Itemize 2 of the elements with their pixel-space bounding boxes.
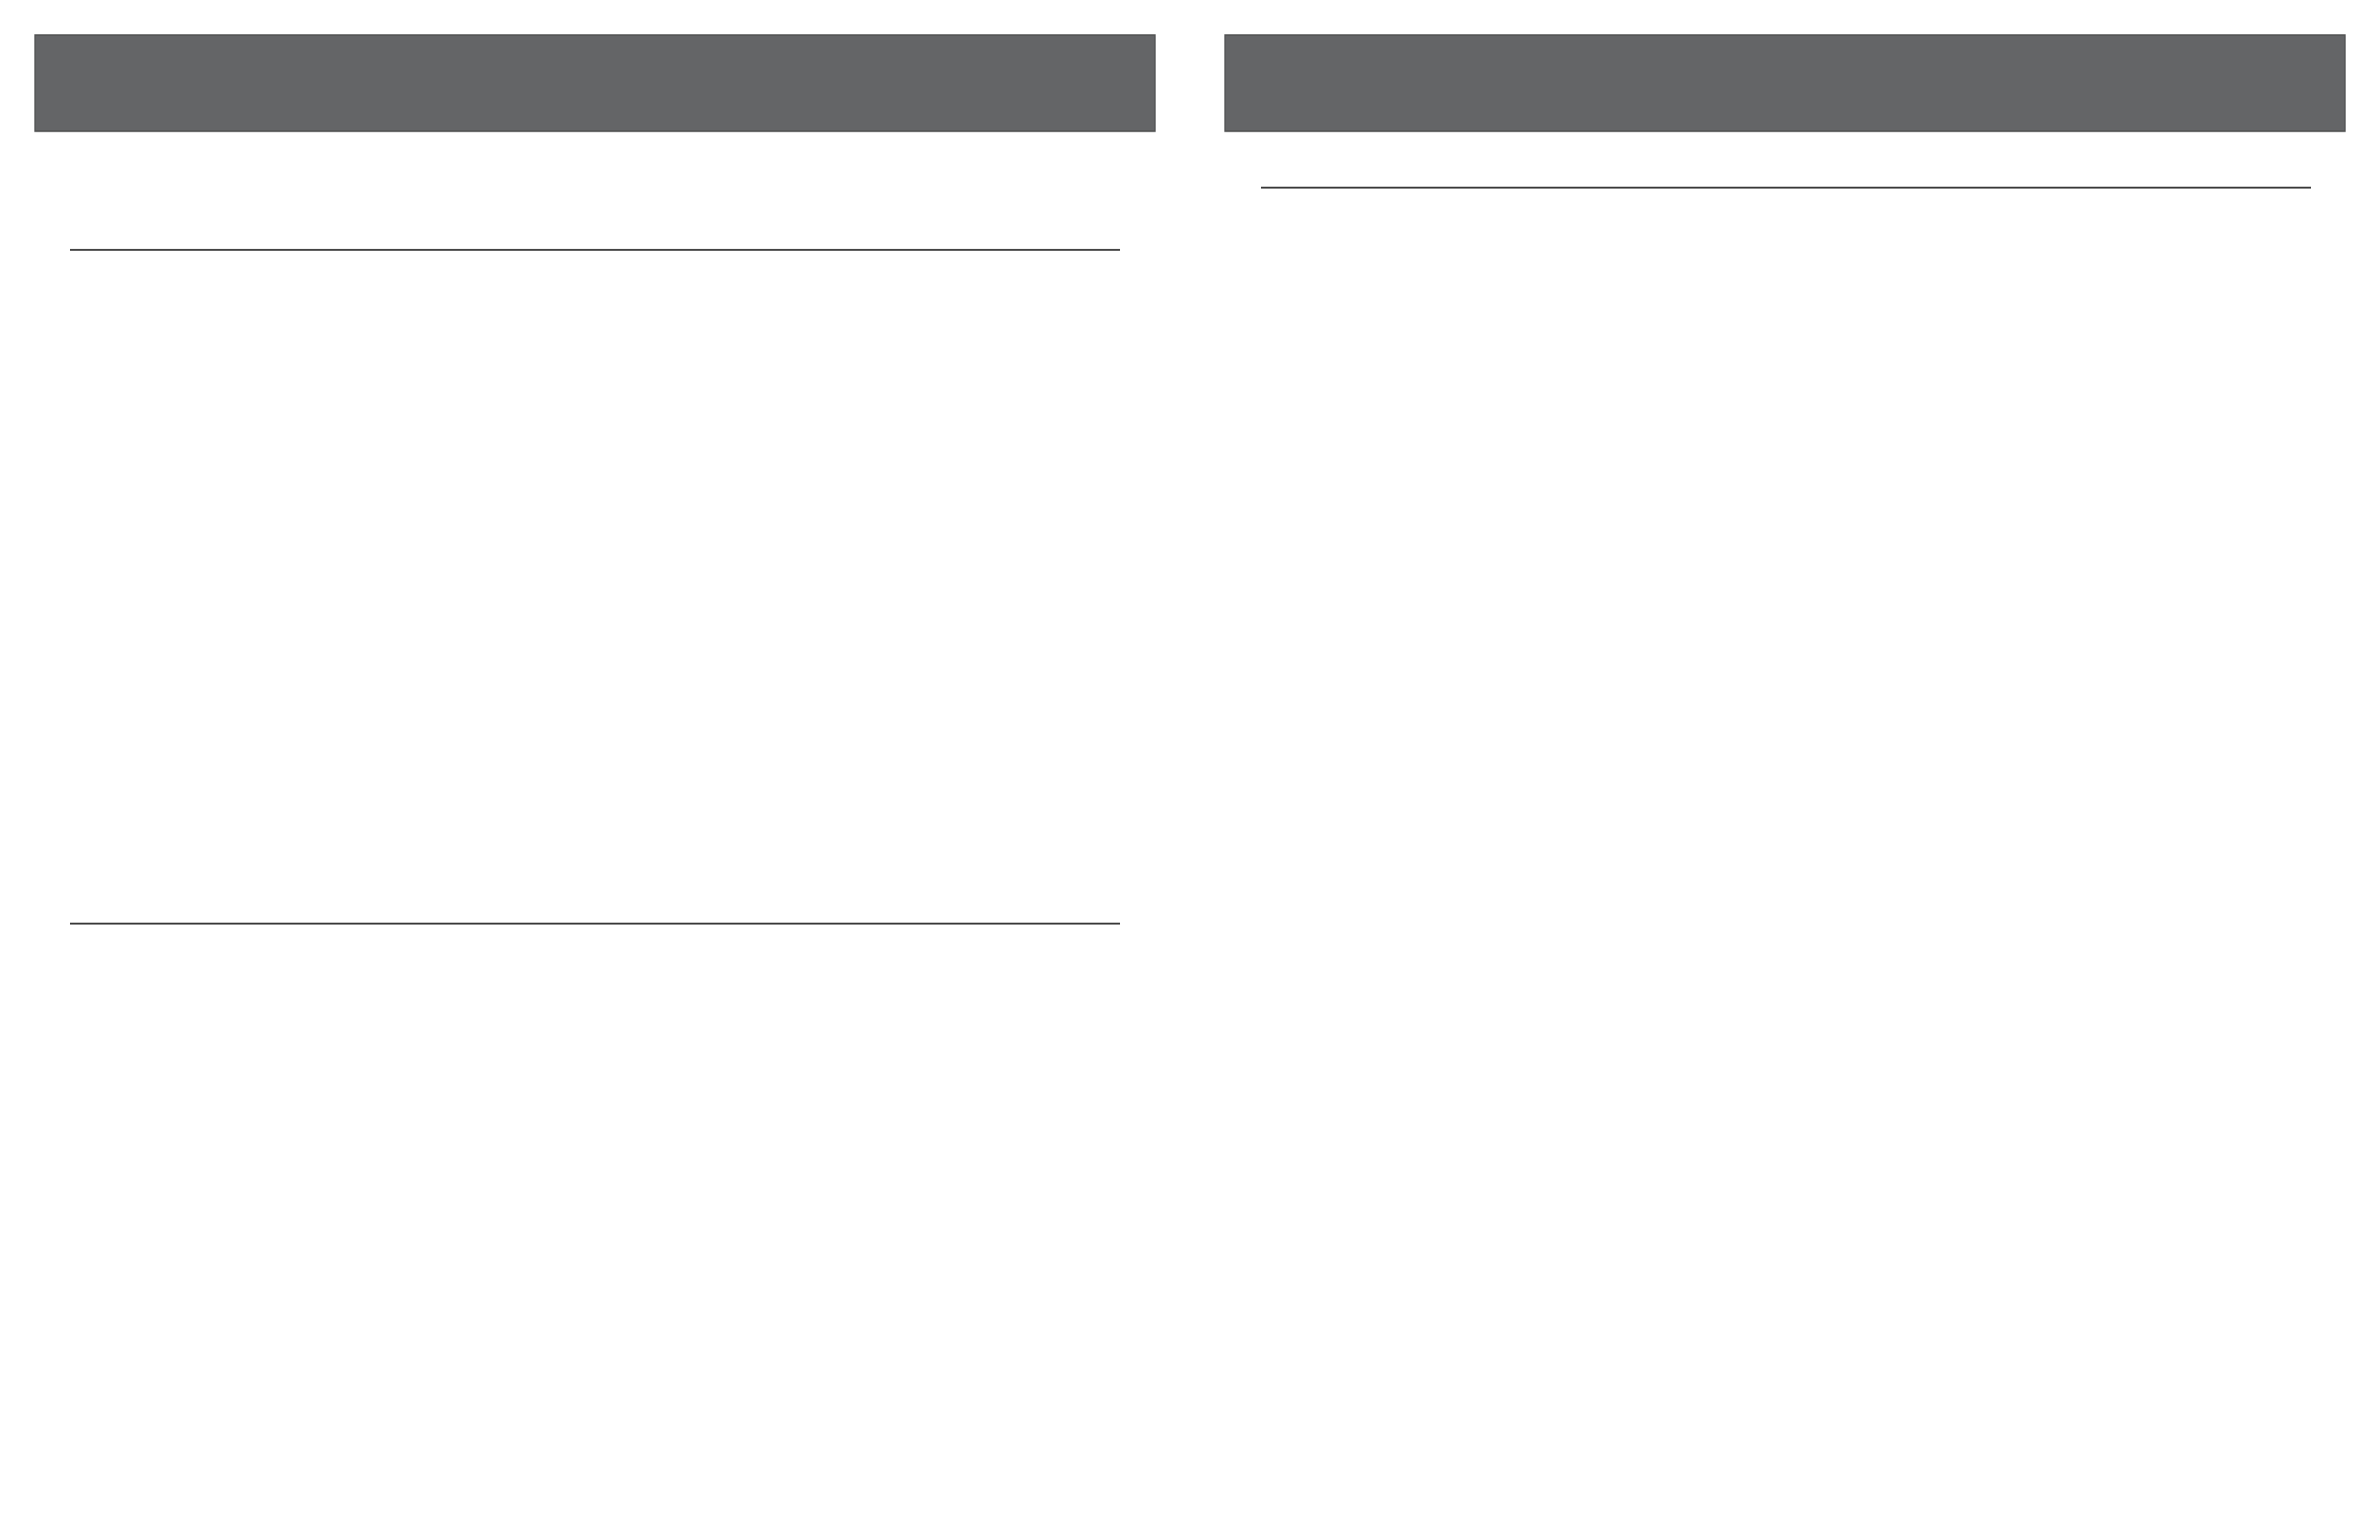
header-bar: [1224, 34, 2346, 132]
header-bar: [34, 34, 1156, 132]
